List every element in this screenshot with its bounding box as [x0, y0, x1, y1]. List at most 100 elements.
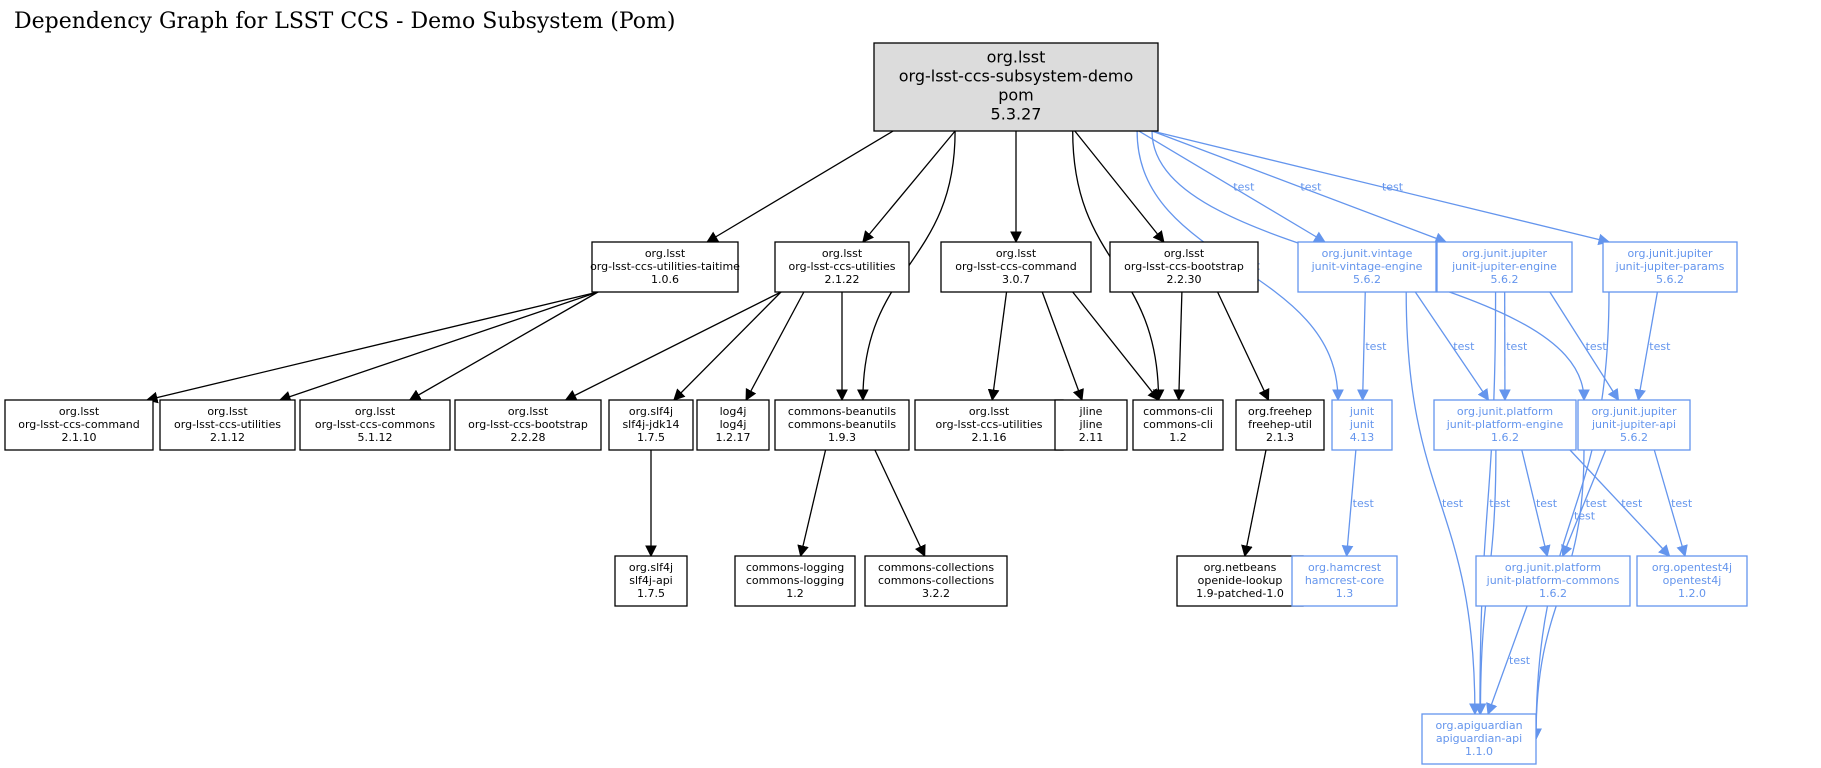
node-label-line: junit-jupiter-engine: [1451, 260, 1557, 273]
node-label-line: 5.6.2: [1353, 273, 1381, 286]
node-label-line: apiguardian-api: [1436, 732, 1522, 745]
node-box: [454, 399, 602, 451]
node-label-line: 5.6.2: [1656, 273, 1684, 286]
node-label-line: 1.2.0: [1678, 587, 1706, 600]
edge-boot2230-to-freehep: [1217, 291, 1270, 402]
node-label-line: org-lsst-ccs-bootstrap: [1124, 260, 1244, 273]
edge-util2122-to-boot2228: [564, 291, 782, 401]
node-box: [1602, 241, 1738, 293]
node-root[interactable]: org.lsstorg-lsst-ccs-subsystem-demopom5.…: [873, 42, 1159, 132]
node-box: [1436, 241, 1573, 293]
edge-taitime-to-cmd2110: [145, 291, 599, 404]
node-label-line: commons-beanutils: [788, 418, 896, 431]
edge-jupapi-to-platcommons: [1561, 449, 1607, 558]
node-box: [873, 42, 1159, 132]
node-platengine[interactable]: org.junit.platformjunit-platform-engine1…: [1433, 399, 1577, 451]
node-box: [940, 241, 1092, 293]
node-label-line: org.lsst: [822, 247, 863, 260]
node-label-line: 5.1.12: [358, 431, 393, 444]
node-label-line: pom: [998, 86, 1034, 105]
edge-label: test: [1621, 497, 1643, 510]
edge-platengine-to-opentest4j: [1569, 449, 1671, 557]
node-label-line: 1.9.3: [828, 431, 856, 444]
node-label-line: org.lsst: [207, 405, 248, 418]
node-box: [1297, 241, 1437, 293]
edge-label: test: [1509, 654, 1531, 667]
node-label-line: org.junit.jupiter: [1462, 247, 1548, 260]
node-label-line: org.lsst: [355, 405, 396, 418]
edge-taitime-to-commons5112: [408, 291, 599, 401]
node-label-line: junit-platform-engine: [1446, 418, 1564, 431]
node-label-line: org-lsst-ccs-command: [955, 260, 1077, 273]
node-box: [1636, 555, 1748, 607]
node-label-line: commons-cli: [1143, 418, 1213, 431]
node-label-line: 2.1.12: [210, 431, 245, 444]
edge-label: test: [1453, 340, 1475, 353]
node-label-line: org.junit.jupiter: [1591, 405, 1677, 418]
node-label-line: org-lsst-ccs-utilities: [936, 418, 1043, 431]
node-label-line: 1.9-patched-1.0: [1196, 587, 1284, 600]
node-platcommons[interactable]: org.junit.platformjunit-platform-commons…: [1475, 555, 1631, 607]
node-label-line: jline: [1079, 418, 1103, 431]
edge-jupeng-to-apiguardian: [1474, 291, 1497, 716]
node-label-line: 1.6.2: [1491, 431, 1519, 444]
edge-root-to-taitime: [706, 130, 894, 243]
node-label-line: 2.11: [1079, 431, 1104, 444]
node-jupeng[interactable]: org.junit.jupiterjunit-jupiter-engine5.6…: [1436, 241, 1573, 293]
edge-cmd307-to-jline: [1041, 291, 1084, 402]
node-label-line: 2.2.28: [511, 431, 546, 444]
node-label-line: org.lsst: [59, 405, 100, 418]
node-label-line: org-lsst-ccs-command: [18, 418, 140, 431]
node-collections[interactable]: commons-collectionscommons-collections3.…: [864, 555, 1008, 607]
node-label-line: commons-logging: [746, 574, 844, 587]
node-label-line: org.junit.platform: [1457, 405, 1553, 418]
node-label-line: log4j: [720, 405, 747, 418]
node-label-line: org.lsst: [1164, 247, 1205, 260]
node-label-line: 1.7.5: [637, 587, 665, 600]
node-label-line: org.lsst: [508, 405, 549, 418]
node-jupparams[interactable]: org.junit.jupiterjunit-jupiter-params5.6…: [1602, 241, 1738, 293]
node-label-line: commons-collections: [878, 561, 994, 574]
node-label-line: hamcrest-core: [1305, 574, 1385, 587]
node-label-line: 3.2.2: [922, 587, 950, 600]
node-openide[interactable]: org.netbeansopenide-lookup1.9-patched-1.…: [1176, 555, 1304, 607]
edge-util2122-to-log4j: [745, 291, 805, 402]
node-label-line: slf4j-jdk14: [622, 418, 679, 431]
node-box: [159, 399, 296, 451]
edge-jupparams-to-apiguardian: [1530, 291, 1610, 741]
node-vintage[interactable]: org.junit.vintagejunit-vintage-engine5.6…: [1297, 241, 1437, 293]
node-label-line: org-lsst-ccs-commons: [315, 418, 436, 431]
edge-taitime-to-util2112: [278, 291, 599, 403]
node-label-line: 2.1.3: [1266, 431, 1294, 444]
edge-label: test: [1442, 497, 1464, 510]
node-box: [774, 399, 910, 451]
node-label-line: commons-cli: [1143, 405, 1213, 418]
node-box: [608, 399, 694, 451]
node-box: [914, 399, 1064, 451]
edge-junit-to-hamcrest: [1341, 449, 1357, 558]
edge-vintage-to-junit: [1357, 291, 1369, 402]
node-taitime[interactable]: org.lsstorg-lsst-ccs-utilities-taitime1.…: [590, 241, 740, 293]
node-label-line: junit-jupiter-api: [1591, 418, 1676, 431]
